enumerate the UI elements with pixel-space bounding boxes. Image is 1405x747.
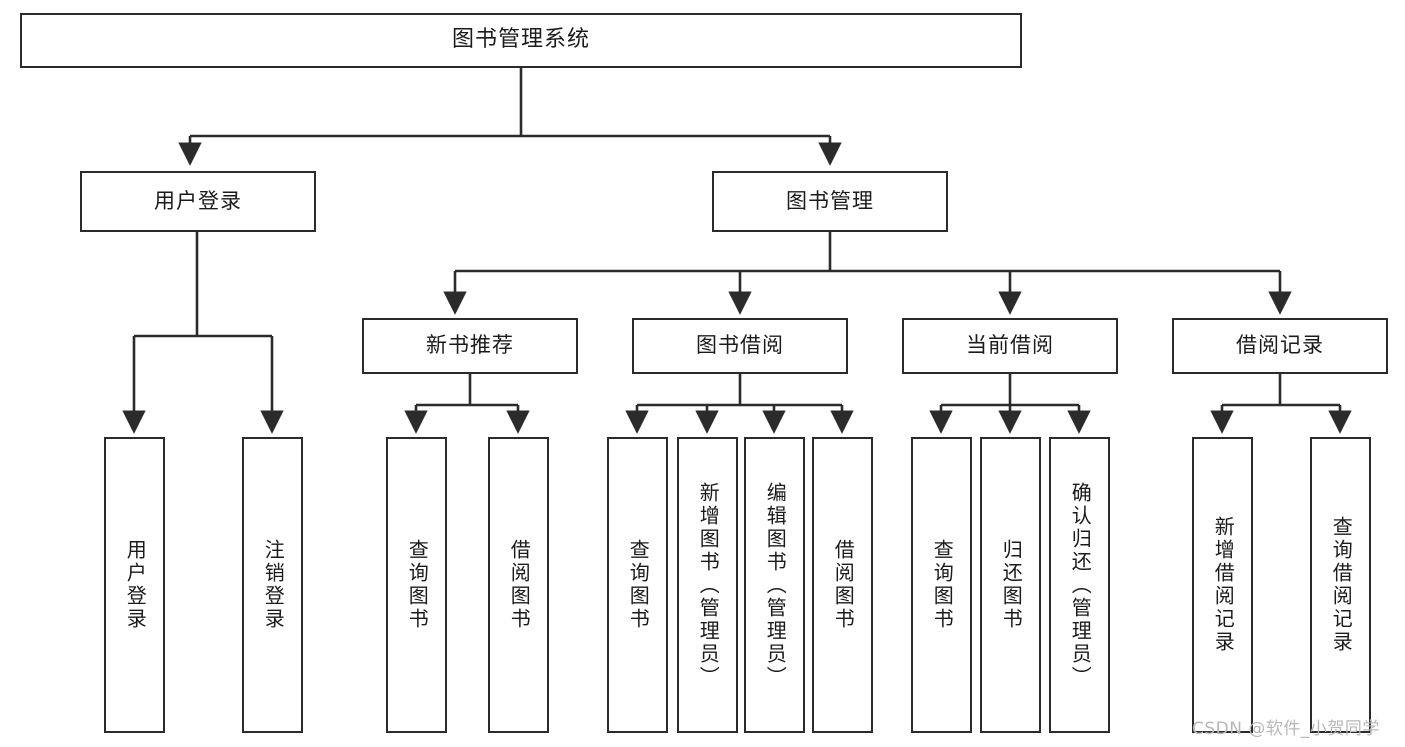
node-label: 新增图书（管理员） — [696, 481, 721, 689]
node-label: 当前借阅 — [966, 333, 1054, 358]
leaf-record-query-record[interactable]: 查询借阅记录 — [1310, 437, 1371, 733]
node-label: 确认归还（管理员） — [1068, 481, 1093, 689]
node-label: 编辑图书（管理员） — [763, 481, 788, 689]
leaf-borrow-borrow-book[interactable]: 借阅图书 — [812, 437, 873, 733]
leaf-current-query-book[interactable]: 查询图书 — [911, 437, 972, 733]
leaf-current-confirm-return-admin[interactable]: 确认归还（管理员） — [1049, 437, 1110, 733]
node-label: 查询图书 — [626, 539, 651, 631]
leaf-user-login-signin[interactable]: 用户登录 — [104, 437, 165, 733]
node-book-management[interactable]: 图书管理 — [712, 171, 948, 232]
leaf-borrow-edit-book-admin[interactable]: 编辑图书（管理员） — [744, 437, 805, 733]
csdn-watermark: CSDN @软件_小贺同学 — [1192, 719, 1380, 739]
node-label: 查询借阅记录 — [1329, 516, 1354, 654]
node-label: 归还图书 — [999, 539, 1024, 631]
leaf-current-return-book[interactable]: 归还图书 — [980, 437, 1041, 733]
node-book-borrow[interactable]: 图书借阅 — [632, 318, 848, 374]
node-label: 借阅图书 — [831, 539, 856, 631]
node-label: 借阅记录 — [1236, 333, 1324, 358]
node-label: 图书管理 — [786, 188, 874, 213]
leaf-recommend-query-book[interactable]: 查询图书 — [386, 437, 447, 733]
node-label: 查询图书 — [930, 539, 955, 631]
node-label: 新书推荐 — [426, 333, 514, 358]
node-label: 用户登录 — [154, 188, 242, 213]
node-new-book-recommend[interactable]: 新书推荐 — [362, 318, 578, 374]
node-borrow-record[interactable]: 借阅记录 — [1172, 318, 1388, 374]
node-current-borrow[interactable]: 当前借阅 — [902, 318, 1118, 374]
node-user-login[interactable]: 用户登录 — [80, 171, 316, 232]
node-label: 图书借阅 — [696, 333, 784, 358]
leaf-recommend-borrow-book[interactable]: 借阅图书 — [488, 437, 549, 733]
leaf-borrow-query-book[interactable]: 查询图书 — [607, 437, 668, 733]
leaf-borrow-add-book-admin[interactable]: 新增图书（管理员） — [677, 437, 738, 733]
leaf-record-add-record[interactable]: 新增借阅记录 — [1192, 437, 1253, 733]
node-label: 新增借阅记录 — [1211, 516, 1236, 654]
node-root-system[interactable]: 图书管理系统 — [20, 13, 1022, 68]
node-label: 注销登录 — [261, 539, 286, 631]
leaf-user-login-signout[interactable]: 注销登录 — [242, 437, 303, 733]
node-label: 图书管理系统 — [451, 27, 590, 53]
node-label: 用户登录 — [123, 539, 148, 631]
node-label: 借阅图书 — [507, 539, 532, 631]
node-label: 查询图书 — [405, 539, 430, 631]
